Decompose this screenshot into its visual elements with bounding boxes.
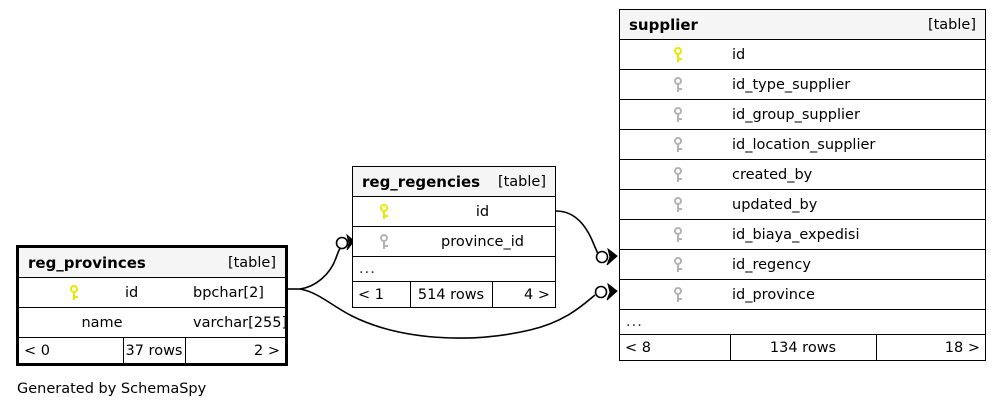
table-footer-reg-provinces: < 0 37 rows 2 > <box>19 337 285 363</box>
column-name: id_type_supplier <box>730 69 985 100</box>
table-row[interactable]: id_regency <box>620 249 985 280</box>
table-header-supplier: supplier [table] <box>620 10 985 40</box>
column-name: name <box>19 307 185 338</box>
table-row[interactable]: province_id <box>353 226 555 257</box>
table-more-columns-indicator[interactable]: ... <box>353 256 555 282</box>
footer-inbound-count[interactable]: < 1 <box>353 281 411 307</box>
column-type: varchar[255] <box>185 307 285 338</box>
footer-inbound-count[interactable]: < 8 <box>620 334 731 360</box>
table-title-supplier: supplier <box>620 10 876 40</box>
column-name: created_by <box>730 159 985 190</box>
foreign-key-icon <box>620 219 730 250</box>
foreign-key-icon <box>620 129 730 160</box>
table-header-reg-provinces: reg_provinces [table] <box>19 248 285 278</box>
edge-arrow-supplier-id-province <box>606 282 618 301</box>
table-title-reg-provinces: reg_provinces <box>19 248 185 278</box>
column-name: province_id <box>410 226 555 257</box>
foreign-key-icon <box>620 249 730 280</box>
edge-provinces-to-regencies <box>299 240 346 290</box>
edge-regencies-to-supplier <box>555 210 600 257</box>
footer-outbound-count[interactable]: 18 > <box>875 334 985 360</box>
table-title-reg-regencies: reg_regencies <box>353 167 493 197</box>
footer-outbound-count[interactable]: 2 > <box>184 337 285 363</box>
table-footer-supplier: < 8 134 rows 18 > <box>620 334 985 360</box>
footer-row-count: 514 rows <box>409 281 493 307</box>
table-row[interactable]: id bpchar[2] <box>19 277 285 308</box>
ellipsis-label: ... <box>353 256 555 282</box>
table-footer-reg-regencies: < 1 514 rows 4 > <box>353 281 555 307</box>
table-header-reg-regencies: reg_regencies [table] <box>353 167 555 197</box>
table-type-label-reg-regencies: [table] <box>492 167 555 197</box>
edge-circle-regencies-province-id <box>335 236 349 250</box>
table-node-reg-regencies[interactable]: reg_regencies [table] id province_id ...… <box>352 166 556 308</box>
table-type-label-reg-provinces: [table] <box>185 248 285 278</box>
foreign-key-icon <box>353 226 410 257</box>
table-row[interactable]: updated_by <box>620 189 985 220</box>
primary-key-icon <box>353 196 410 227</box>
table-more-columns-indicator[interactable]: ... <box>620 309 985 335</box>
table-row[interactable]: id_location_supplier <box>620 129 985 160</box>
column-name: id_province <box>730 279 985 310</box>
foreign-key-icon <box>620 159 730 190</box>
edge-circle-supplier-id-province <box>594 285 608 299</box>
column-name: id <box>410 196 555 227</box>
edge-arrow-supplier-id-regency <box>606 247 618 266</box>
primary-key-icon <box>620 39 730 70</box>
foreign-key-icon <box>620 69 730 100</box>
table-row[interactable]: id_type_supplier <box>620 69 985 100</box>
table-node-reg-provinces[interactable]: reg_provinces [table] id bpchar[2] name … <box>16 245 288 366</box>
table-row[interactable]: created_by <box>620 159 985 190</box>
table-row[interactable]: id <box>353 196 555 227</box>
column-name: id_regency <box>730 249 985 280</box>
table-node-supplier[interactable]: supplier [table] id id_type_supplier i <box>619 9 986 361</box>
column-name: id <box>123 277 185 308</box>
column-type: bpchar[2] <box>185 277 285 308</box>
table-row[interactable]: name varchar[255] <box>19 307 285 338</box>
table-row[interactable]: id_province <box>620 279 985 310</box>
generated-by-caption: Generated by SchemaSpy <box>17 381 207 397</box>
footer-row-count: 37 rows <box>122 337 186 363</box>
footer-inbound-count[interactable]: < 0 <box>19 337 124 363</box>
ellipsis-label: ... <box>620 309 985 335</box>
table-type-label-supplier: [table] <box>876 10 985 40</box>
column-name: id_location_supplier <box>730 129 985 160</box>
table-row[interactable]: id_biaya_expedisi <box>620 219 985 250</box>
foreign-key-icon <box>620 279 730 310</box>
table-row[interactable]: id_group_supplier <box>620 99 985 130</box>
edge-circle-supplier-id-regency <box>595 250 609 264</box>
column-name: updated_by <box>730 189 985 220</box>
column-name: id <box>730 39 985 70</box>
primary-key-icon <box>19 277 123 308</box>
foreign-key-icon <box>620 99 730 130</box>
table-row[interactable]: id <box>620 39 985 70</box>
column-name: id_biaya_expedisi <box>730 219 985 250</box>
footer-outbound-count[interactable]: 4 > <box>491 281 555 307</box>
footer-row-count: 134 rows <box>729 334 877 360</box>
column-name: id_group_supplier <box>730 99 985 130</box>
foreign-key-icon <box>620 189 730 220</box>
